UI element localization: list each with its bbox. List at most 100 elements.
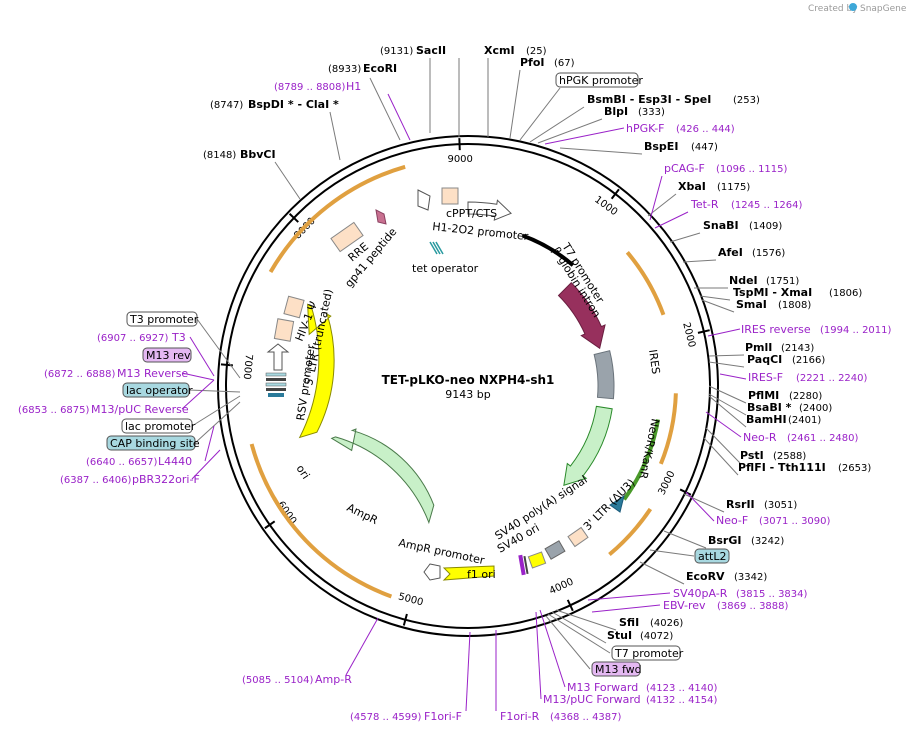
primer-num: (1245 .. 1264) <box>731 200 803 211</box>
site-num: (2653) <box>838 463 871 474</box>
site-num: (2143) <box>781 343 814 354</box>
site-name: BspDI * - ClaI * <box>248 98 339 111</box>
site-num: (8933) <box>328 64 361 75</box>
site-leader <box>647 193 677 217</box>
site-num: (3242) <box>751 536 784 547</box>
site-leader <box>639 561 685 585</box>
lac-operator-box <box>122 382 190 398</box>
features <box>265 187 625 581</box>
primer-num: (2221 .. 2240) <box>796 373 868 384</box>
cppt-feature <box>467 199 512 221</box>
primer-leader <box>181 379 215 410</box>
site-leader <box>699 295 731 301</box>
primer-leader <box>685 491 715 522</box>
site-leader <box>509 69 521 139</box>
primer-num: (6872 .. 6888) <box>44 369 116 380</box>
site-name: EcoRV <box>686 570 725 583</box>
site-num: (4026) <box>650 618 683 629</box>
site-name: BamHI <box>746 413 787 426</box>
hiv-feature <box>283 295 305 319</box>
ampr-label: AmpR <box>345 501 381 527</box>
site-num: (9131) <box>380 46 413 57</box>
cppt-label: cPPT/CTS <box>446 207 497 220</box>
primer-leader <box>191 449 221 480</box>
primer-leader <box>539 609 566 688</box>
scale-tick-label: 5000 <box>397 591 424 608</box>
site-leader <box>545 615 591 670</box>
primer-name: pBR322ori-F <box>132 473 200 486</box>
site-name: SfiI <box>619 616 639 629</box>
primer-num: (426 .. 444) <box>676 124 735 135</box>
scale-tick <box>264 520 276 530</box>
site-leader <box>191 395 241 427</box>
primer-arc <box>249 443 287 516</box>
primer-leader <box>707 328 741 337</box>
ampr-promoter-feature <box>423 563 441 581</box>
primer-arc <box>625 251 666 316</box>
site-name: BsaBI * <box>747 401 792 414</box>
site-name: BlpI <box>604 105 628 118</box>
site-name: SacII <box>416 44 446 57</box>
site-leader <box>649 549 695 557</box>
site-leader <box>529 106 585 143</box>
f1ori-small-feature <box>527 551 547 569</box>
m13-rev-box-label: M13 rev <box>146 349 191 362</box>
primer-name: M13 Forward <box>567 681 638 694</box>
primer-name: H1 <box>346 80 361 93</box>
site-leader <box>559 147 643 155</box>
leader-lines <box>181 58 747 712</box>
primer-num: (1994 .. 2011) <box>820 325 892 336</box>
primer-num: (6853 .. 6875) <box>18 405 90 416</box>
primer-num: (4123 .. 4140) <box>646 683 718 694</box>
f1ori-label: f1 ori <box>467 568 496 581</box>
primer-name: SV40pA-R <box>673 587 728 600</box>
site-name: PfoI <box>520 56 545 69</box>
site-num: (25) <box>526 46 547 57</box>
f1ori-feature <box>442 565 495 581</box>
sv40-stack <box>518 554 529 576</box>
site-leader <box>701 299 735 313</box>
site-leader <box>551 611 607 644</box>
site-num: (1175) <box>717 182 750 193</box>
primer-num: (5085 .. 5104) <box>242 675 314 686</box>
site-leader <box>708 395 747 428</box>
ltr3-label: 3' LTR (ΔU3) <box>581 476 638 533</box>
t7-promoter-box <box>611 645 681 661</box>
t7-promoter-box-label: T7 promoter <box>614 647 684 660</box>
primer-name: F1ori-R <box>500 710 540 723</box>
primer-num: (6640 .. 6657) <box>86 457 158 468</box>
site-num: (447) <box>691 142 718 153</box>
scale-tick <box>402 613 408 626</box>
scale-tick-label: 3000 <box>657 469 678 497</box>
site-num: (8148) <box>203 150 236 161</box>
primer-name: Neo-R <box>743 431 777 444</box>
cap-binding-box <box>106 435 196 451</box>
plasmid-size: 9143 bp <box>445 388 490 401</box>
site-name: PmlI <box>745 341 772 354</box>
ori-label: ori <box>294 462 313 481</box>
primer-leader <box>587 592 671 601</box>
site-name: XbaI <box>678 180 706 193</box>
site-name: PaqCI <box>747 353 782 366</box>
site-name: AfeI <box>718 246 743 259</box>
neo-feature <box>563 405 613 486</box>
scale-tick-label: 4000 <box>548 576 576 597</box>
ires-label: IRES <box>646 349 662 375</box>
site-name: XcmI <box>484 44 515 57</box>
restriction-sites: (9131) SacII XcmI (25) PfoI (67) (8933) … <box>203 44 871 642</box>
site-name: TspMI - XmaI <box>733 286 812 299</box>
site-name: NdeI <box>729 274 758 287</box>
site-num: (1806) <box>829 288 862 299</box>
h1-label: H1-2O2 promoter <box>432 220 530 243</box>
m13-fwd-box <box>591 661 641 677</box>
site-leader <box>663 530 707 549</box>
site-leader <box>708 393 747 416</box>
lac-feature-stack <box>265 372 287 397</box>
tetr-label: TetR <box>614 264 638 292</box>
primer-num: (4132 .. 4154) <box>646 695 718 706</box>
m13-fwd-box-label: M13 fwd <box>595 663 642 676</box>
primer-leader <box>189 336 215 377</box>
scale-tick <box>288 213 299 223</box>
site-name: PstI <box>740 449 764 462</box>
